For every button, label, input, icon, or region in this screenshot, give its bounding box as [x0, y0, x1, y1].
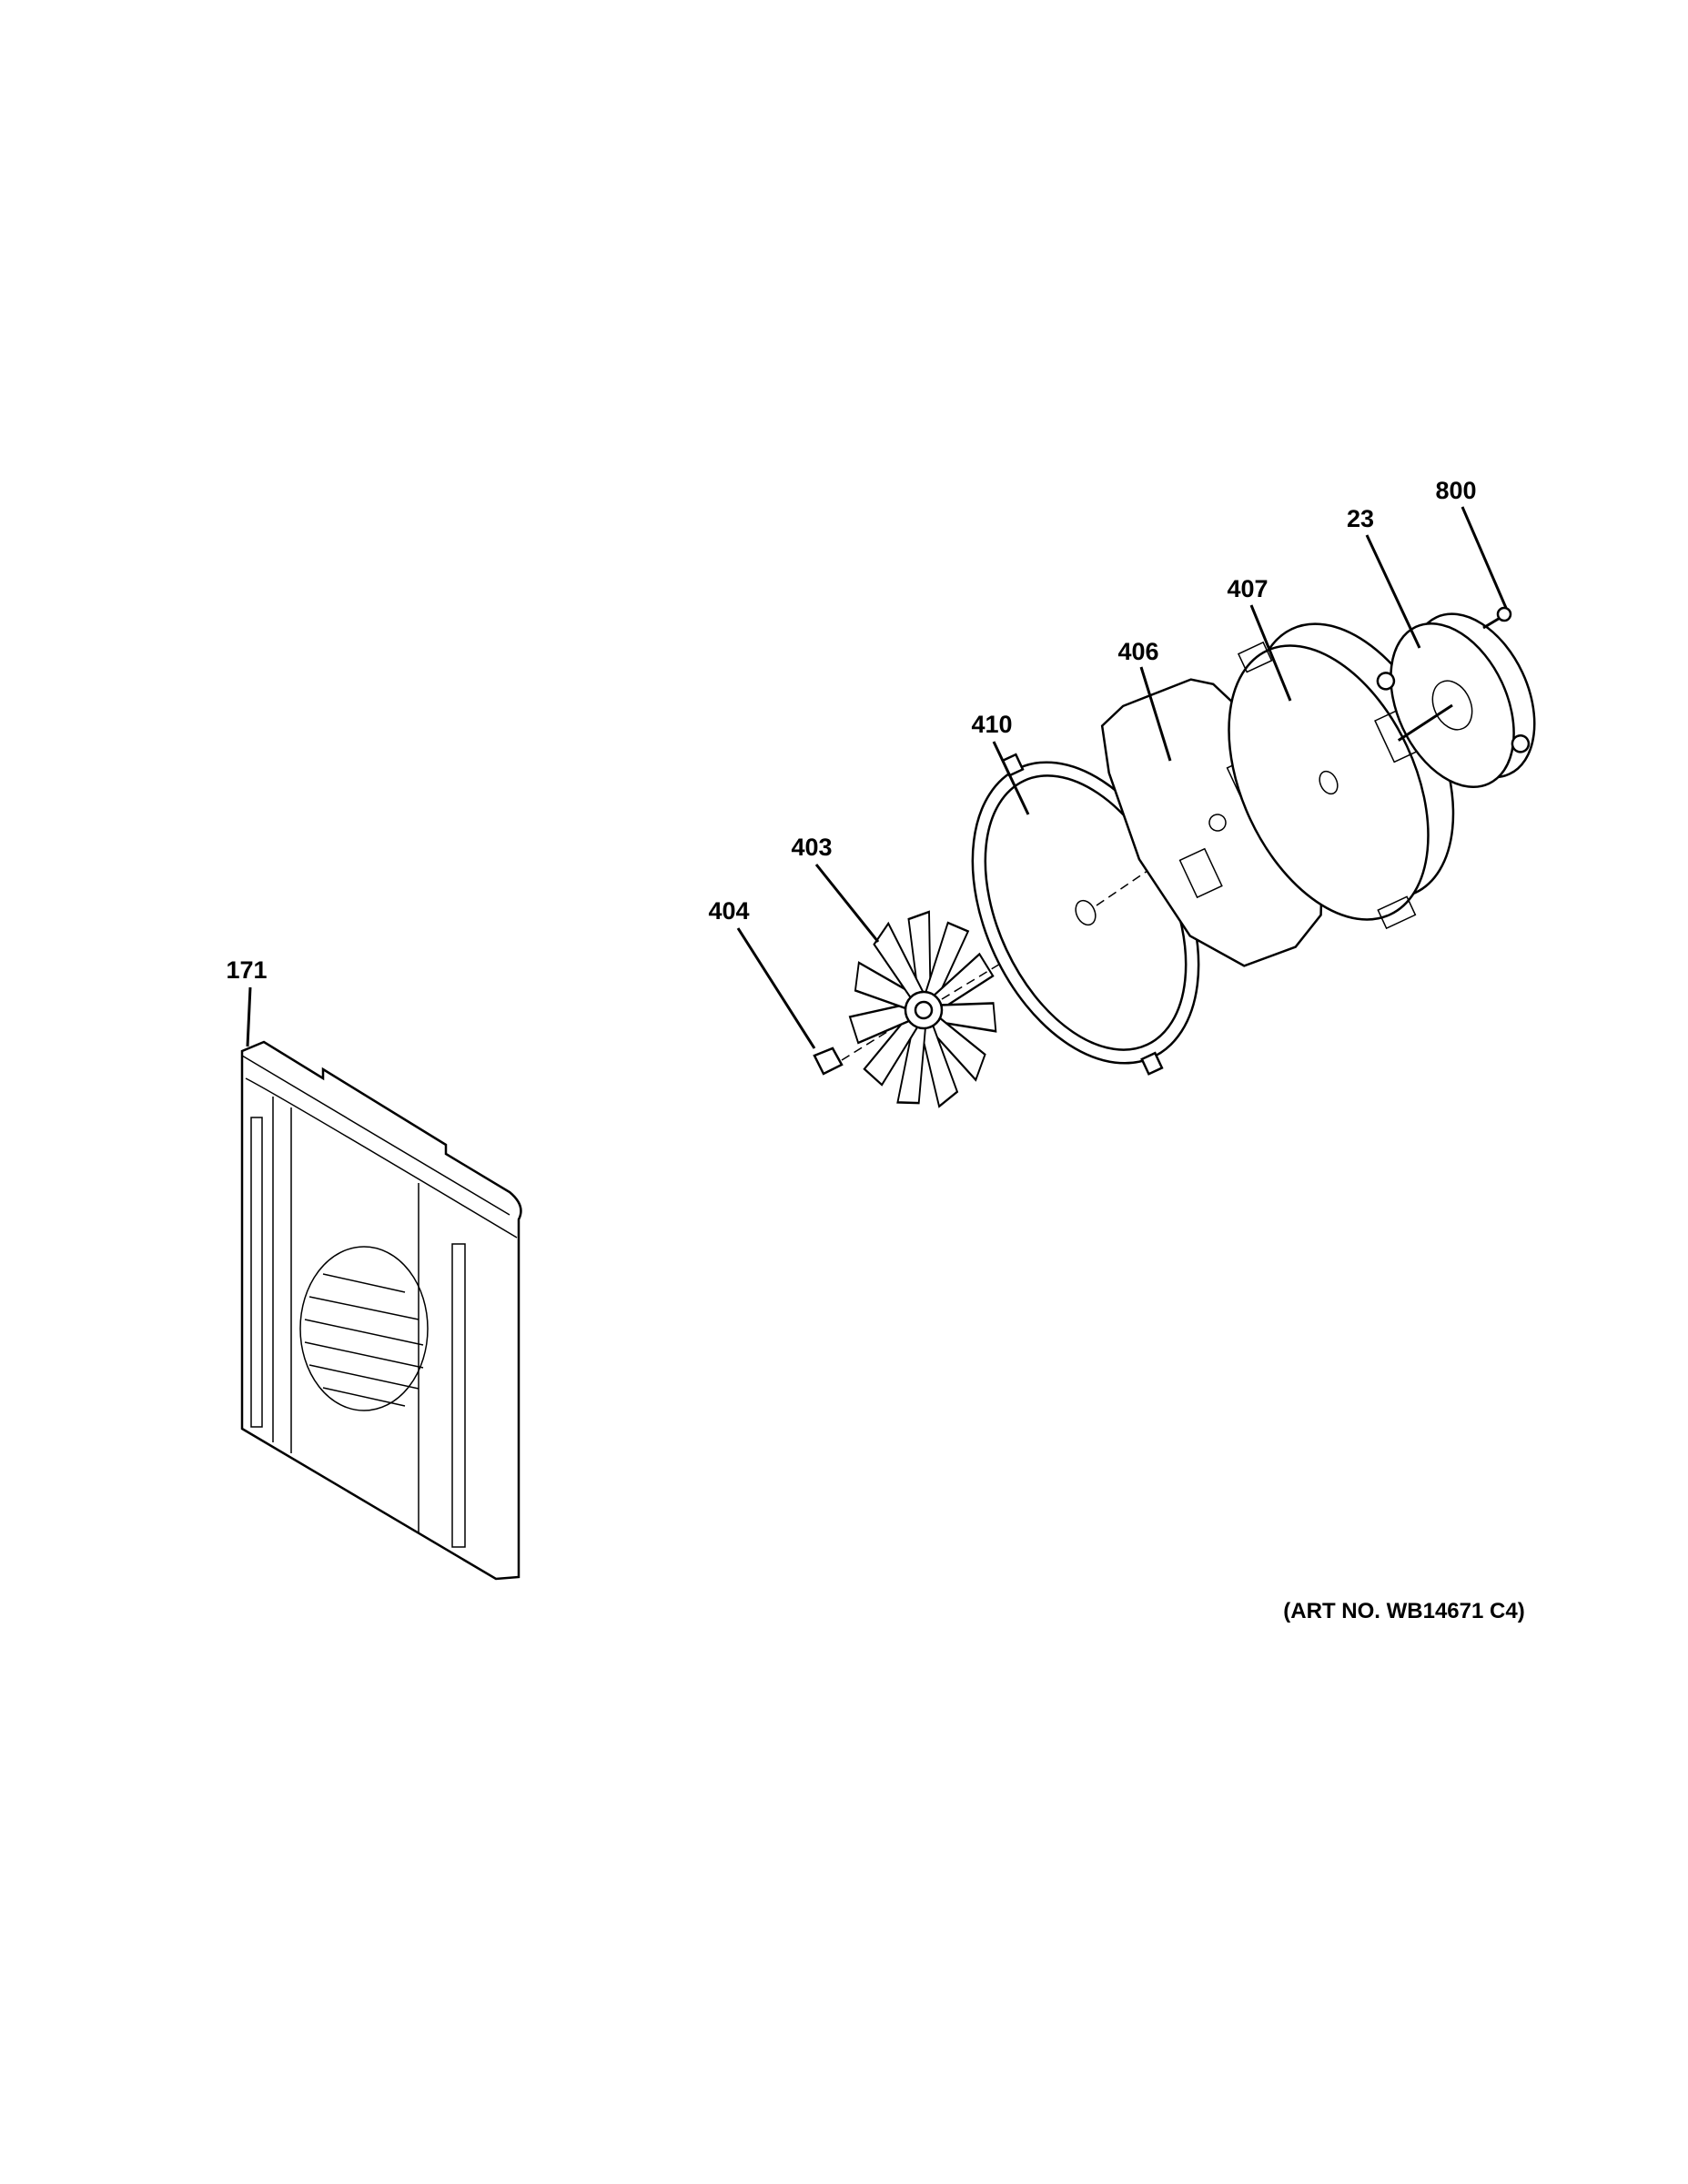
screw-800	[1482, 606, 1512, 630]
callout-404: 404	[708, 897, 749, 925]
callout-410: 410	[971, 711, 1012, 738]
motor-23	[1376, 612, 1536, 789]
callout-23: 23	[1347, 505, 1374, 532]
nut-404	[813, 1046, 844, 1076]
fan-blade-403	[848, 910, 997, 1108]
callout-406: 406	[1117, 638, 1158, 665]
panel-171	[240, 1040, 522, 1581]
leader-lines	[246, 506, 1508, 1049]
callout-800: 800	[1435, 477, 1476, 504]
callout-407: 407	[1227, 575, 1268, 602]
art-number: (ART NO. WB14671 C4)	[1283, 1599, 1524, 1623]
callout-403: 403	[791, 834, 832, 861]
callout-171: 171	[226, 956, 267, 984]
